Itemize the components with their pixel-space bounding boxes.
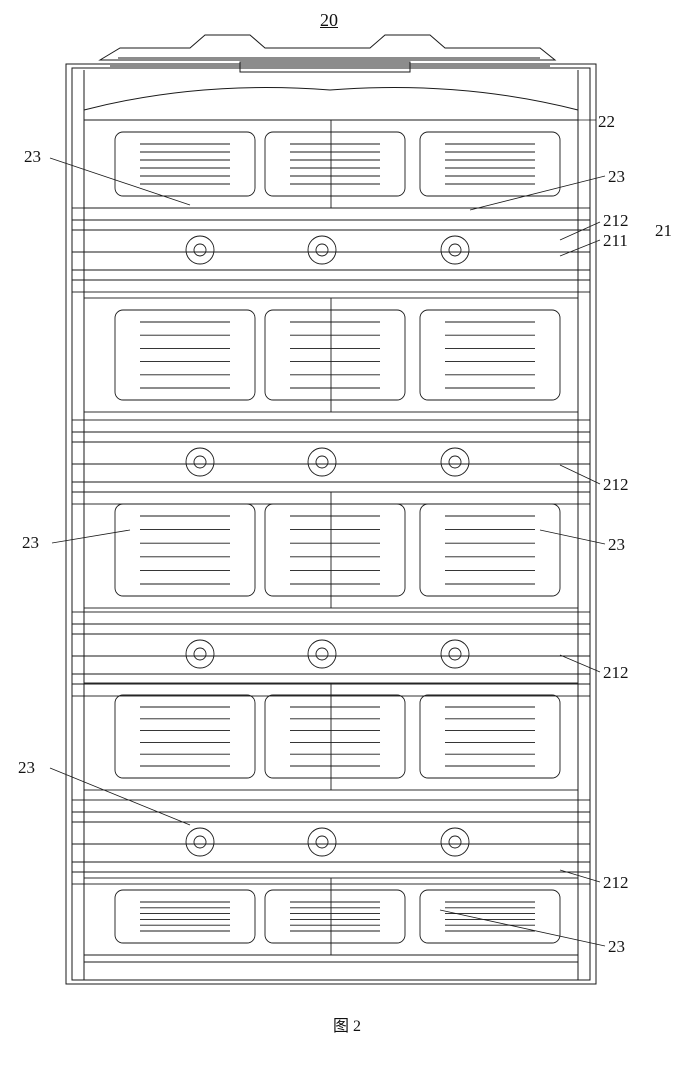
label-212-second: 212 — [603, 476, 629, 493]
label-23-upper-right: 23 — [608, 168, 625, 185]
label-23-bottom-right: 23 — [608, 938, 625, 955]
cross-beam — [72, 420, 590, 504]
label-211: 211 — [603, 232, 628, 249]
cell-bay — [84, 492, 578, 608]
label-23-upper-left: 23 — [24, 148, 41, 165]
cell-bay — [84, 298, 578, 412]
label-23-lower-left: 23 — [18, 759, 35, 776]
label-212-third: 212 — [603, 664, 629, 681]
cell-bay — [84, 120, 578, 208]
cell-bay — [84, 878, 578, 955]
label-23-middle-right: 23 — [608, 536, 625, 553]
label-23-middle-left: 23 — [22, 534, 39, 551]
cross-beam — [72, 800, 590, 884]
label-212-top: 212 — [603, 212, 629, 229]
cell-bay — [84, 683, 578, 790]
label-22: 22 — [598, 113, 615, 130]
front-cover — [84, 88, 578, 121]
rear-rail — [84, 955, 578, 980]
cross-beam — [72, 208, 590, 292]
label-21: 21 — [655, 222, 672, 239]
label-212-bottom: 212 — [603, 874, 629, 891]
figure-caption: 图 2 — [333, 1012, 361, 1036]
top-bracket — [100, 35, 555, 60]
